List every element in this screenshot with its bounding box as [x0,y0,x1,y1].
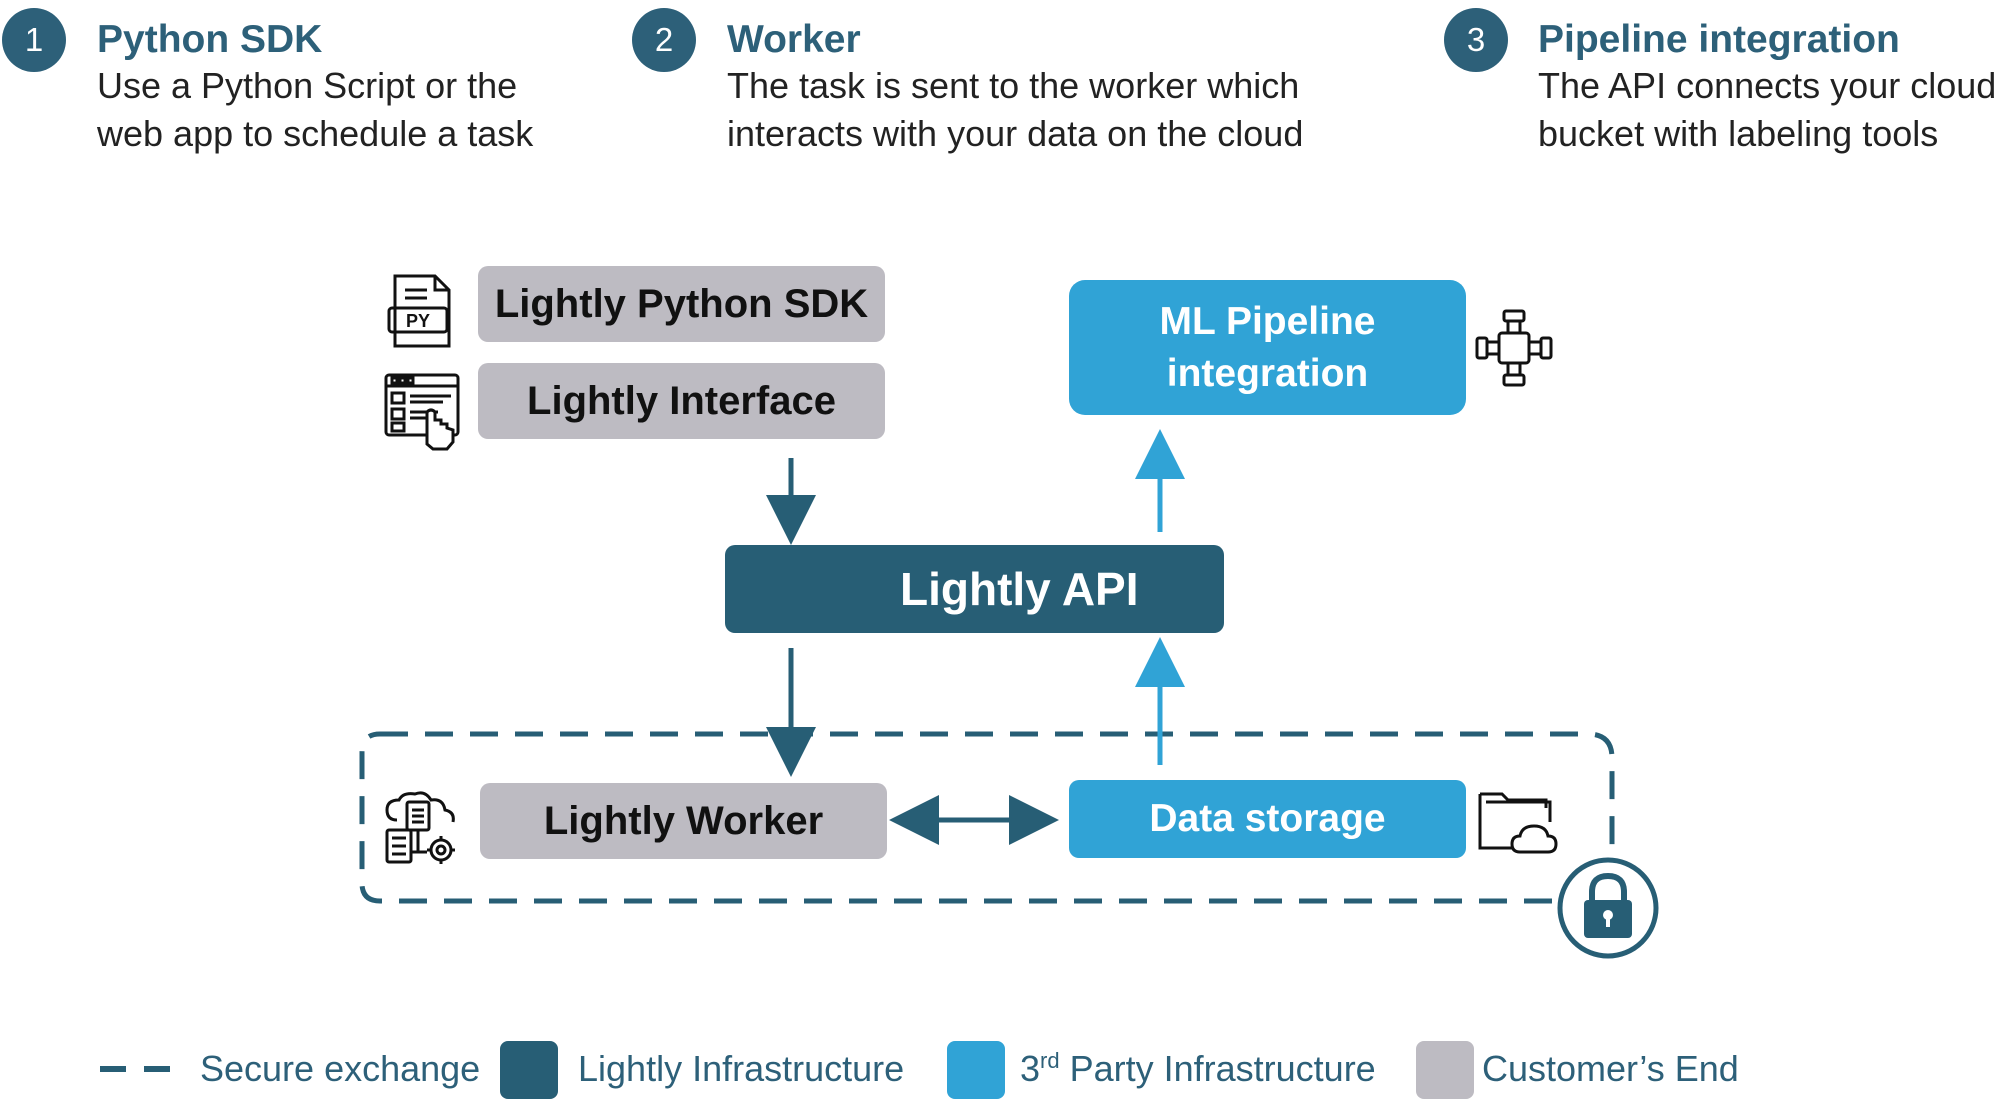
step-2-desc-line2: interacts with your data on the cloud [727,113,1304,154]
lightly-python-sdk-box: Lightly Python SDK [478,266,885,342]
step-1-desc-line2: web app to schedule a task [97,113,534,154]
data-storage-box: Data storage [1069,780,1466,858]
legend-customers-end: Customer’s End [1482,1048,1739,1089]
lightly-interface-box: Lightly Interface [478,363,885,439]
legend-third-party-infrastructure: 3rd Party Infrastructure [1020,1048,1376,1090]
legend-third-party-rest: Party Infrastructure [1059,1048,1376,1089]
step-3-title: Pipeline integration [1538,18,1900,61]
legend-third-party-sup: rd [1040,1048,1060,1073]
legend-lightly-infrastructure: Lightly Infrastructure [578,1048,905,1089]
legend-third-party-number: 3 [1020,1048,1041,1089]
lightly-api-box: Lightly API [725,545,1224,633]
web-interface-icon [383,372,463,452]
step-3-desc-line1: The API connects your cloud [1538,65,1997,106]
legend-dash-icon [100,1066,180,1072]
legend-customer-swatch [1416,1041,1474,1099]
secure-exchange-boundary [359,731,1615,904]
lock-icon [1556,856,1660,960]
legend-third-party-swatch [947,1041,1005,1099]
pipeline-connector-icon [1474,308,1554,388]
cloud-folder-icon [1476,786,1558,858]
python-file-icon: PY [385,272,455,350]
step-2-title: Worker [727,18,861,61]
cloud-server-gear-icon [383,790,463,868]
svg-text:PY: PY [406,311,430,331]
legend-lightly-swatch [500,1041,558,1099]
step-1-desc-line1: Use a Python Script or the [97,65,518,106]
step-2-badge: 2 [632,8,696,72]
legend-secure-exchange: Secure exchange [200,1048,481,1089]
step-1-title: Python SDK [97,18,323,61]
step-3-badge: 3 [1444,8,1508,72]
step-2-desc-line1: The task is sent to the worker which [727,65,1300,106]
step-3-desc-line2: bucket with labeling tools [1538,113,1939,154]
lightly-api-label: Lightly API [900,563,1139,615]
ml-pipeline-label-line1: ML Pipeline [1159,299,1376,343]
ml-pipeline-label-line2: integration [1166,351,1369,395]
ml-pipeline-integration-box: ML Pipeline integration [1069,280,1466,415]
lightly-worker-box: Lightly Worker [480,783,887,859]
step-1-badge: 1 [2,8,66,72]
